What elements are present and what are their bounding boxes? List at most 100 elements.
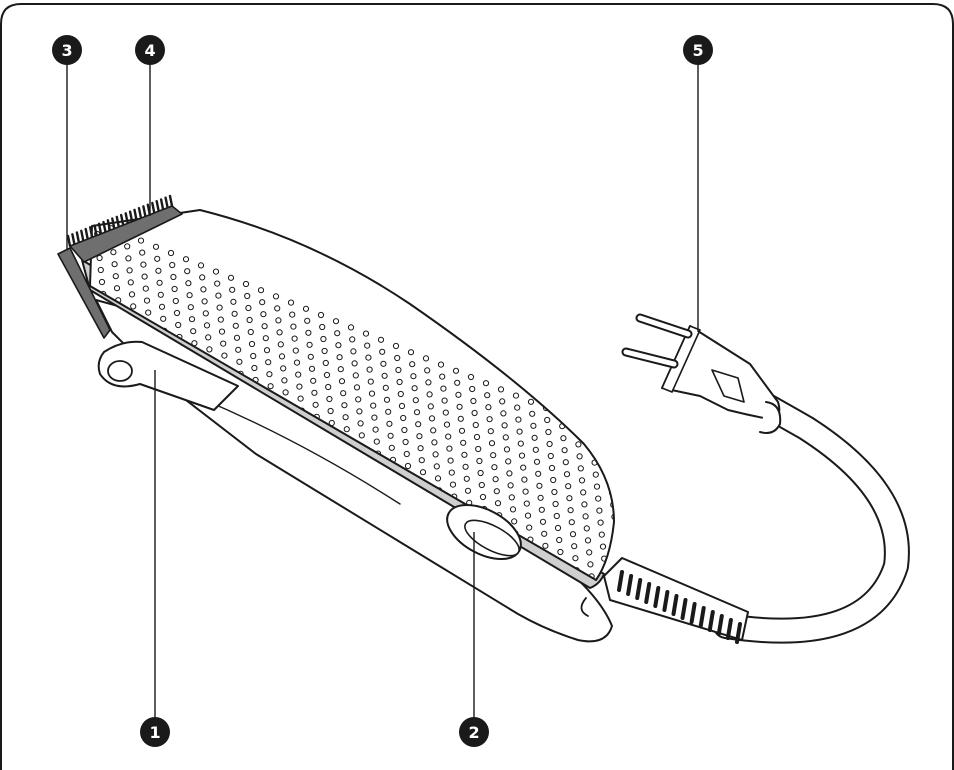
grip-dot bbox=[297, 395, 304, 402]
grip-dot bbox=[615, 688, 620, 693]
grip-dot bbox=[606, 604, 611, 609]
grip-dot bbox=[566, 495, 573, 502]
grip-dot bbox=[372, 426, 379, 433]
grip-dot bbox=[202, 448, 209, 455]
grip-dot bbox=[617, 712, 622, 717]
grip-dot bbox=[445, 433, 452, 440]
grip-dot bbox=[630, 694, 635, 699]
grip-dot bbox=[206, 496, 214, 503]
grip-dot bbox=[417, 583, 422, 588]
grip-dot bbox=[597, 658, 602, 663]
grip-dot bbox=[639, 640, 644, 645]
grip-dot bbox=[361, 595, 366, 600]
grip-dot bbox=[272, 293, 280, 300]
grip-dot bbox=[145, 459, 152, 466]
grip-dot bbox=[601, 694, 606, 699]
grip-dot bbox=[431, 439, 438, 446]
grip-dot bbox=[448, 469, 455, 476]
grip-dot bbox=[483, 668, 488, 673]
strain-relief-rib bbox=[653, 586, 661, 608]
grip-dot bbox=[260, 587, 265, 592]
grip-dot bbox=[188, 453, 195, 461]
grip-dot bbox=[112, 273, 119, 280]
grip-dot bbox=[578, 477, 586, 484]
grip-dot bbox=[296, 383, 303, 390]
strain-relief-rib bbox=[635, 578, 643, 600]
grip-dot bbox=[607, 754, 612, 759]
grip-dot bbox=[277, 479, 284, 486]
grip-dot bbox=[411, 385, 418, 392]
grip-dot bbox=[268, 532, 275, 540]
grip-dot bbox=[251, 364, 258, 372]
grip-dot bbox=[487, 704, 492, 709]
grip-dot bbox=[577, 465, 584, 472]
grip-dot bbox=[491, 464, 498, 471]
grip-dot bbox=[141, 273, 148, 280]
grip-dot bbox=[299, 557, 306, 564]
blade-tooth bbox=[80, 229, 85, 243]
grip-dot bbox=[571, 543, 578, 550]
grip-dot bbox=[164, 501, 171, 508]
blade-tooth bbox=[159, 198, 165, 211]
grip-dot bbox=[234, 484, 241, 491]
grip-dot bbox=[223, 514, 230, 521]
grip-dot bbox=[462, 602, 467, 607]
grip-dot bbox=[650, 748, 655, 753]
blade-tooth bbox=[137, 206, 143, 220]
grip-dot bbox=[229, 286, 236, 293]
hanging-loop bbox=[580, 597, 589, 617]
grip-dot bbox=[452, 644, 457, 649]
grip-dot bbox=[346, 588, 351, 593]
grip-dot bbox=[503, 722, 508, 727]
grip-dot bbox=[294, 509, 301, 516]
grip-dot bbox=[156, 567, 163, 574]
grip-dot bbox=[441, 397, 448, 404]
grip-dot bbox=[623, 622, 628, 627]
grip-dot bbox=[544, 416, 551, 424]
grip-dot bbox=[271, 568, 278, 576]
grip-dot bbox=[363, 619, 368, 624]
grip-dot bbox=[501, 698, 506, 703]
grip-dot bbox=[225, 538, 232, 545]
grip-dot bbox=[452, 367, 460, 374]
grip-dot bbox=[567, 507, 574, 514]
grip-dot bbox=[204, 472, 211, 479]
grip-dot bbox=[338, 515, 345, 523]
grip-dot bbox=[596, 646, 601, 651]
grip-dot bbox=[196, 537, 203, 545]
grip-dot bbox=[546, 717, 551, 722]
grip-dot bbox=[555, 663, 560, 668]
grip-dot bbox=[533, 458, 541, 465]
grip-dot bbox=[527, 398, 535, 405]
grip-dot bbox=[614, 676, 619, 681]
grip-dot bbox=[541, 669, 546, 674]
grip-dot bbox=[249, 490, 256, 497]
grip-dot bbox=[618, 724, 623, 729]
grip-dot bbox=[503, 446, 511, 453]
grip-dot bbox=[492, 476, 499, 483]
grip-dot bbox=[130, 303, 137, 310]
grip-dot bbox=[167, 537, 175, 544]
grip-dot bbox=[273, 581, 278, 586]
grip-dot bbox=[289, 311, 296, 318]
grip-dot bbox=[341, 402, 348, 409]
grip-dot bbox=[157, 429, 164, 436]
grip-dot bbox=[187, 304, 194, 311]
grip-dot bbox=[226, 550, 233, 557]
grip-dot bbox=[411, 661, 416, 666]
grip-dot bbox=[515, 416, 522, 423]
grip-dot bbox=[127, 279, 134, 286]
grip-dot bbox=[430, 427, 437, 434]
grip-dot bbox=[470, 397, 477, 405]
grip-dot bbox=[410, 649, 415, 654]
grip-dot bbox=[199, 561, 206, 569]
grip-dot bbox=[502, 434, 509, 441]
grip-dot bbox=[575, 441, 582, 448]
grip-dot bbox=[434, 602, 439, 607]
grip-dot bbox=[247, 328, 254, 336]
grip-dot bbox=[410, 373, 417, 380]
grip-dot bbox=[218, 605, 223, 610]
grip-dot bbox=[129, 441, 136, 448]
taper-lever-pivot bbox=[107, 360, 133, 382]
grip-dot bbox=[390, 595, 395, 600]
